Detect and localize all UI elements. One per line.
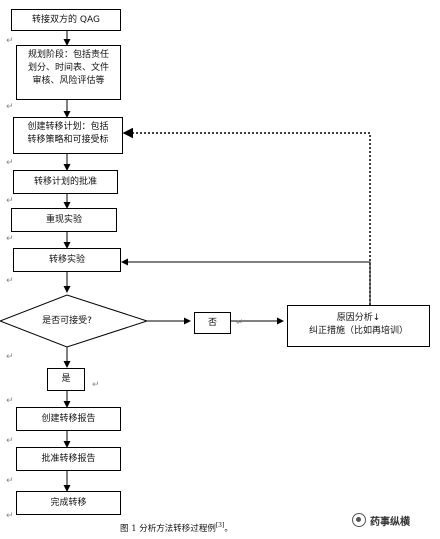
- decision-label: 是否可接受?: [42, 316, 92, 326]
- step-approve-report: 批准转移报告: [16, 447, 121, 471]
- para-mark: ↵: [6, 352, 14, 362]
- step-transfer-experiment: 转移实验: [13, 248, 121, 272]
- step-planning-line: 规划阶段：包括责任: [27, 50, 109, 60]
- step-create-plan: 创建转移计划：包括 转移策略和可接受标: [13, 117, 123, 154]
- para-mark: ↵: [6, 276, 14, 286]
- para-mark: ↵: [92, 380, 100, 390]
- step-planning: 规划阶段：包括责任 划分、时间表、文件 审核、风险评估等: [16, 45, 121, 100]
- step-planning-line: 审核、风险评估等: [32, 76, 105, 86]
- watermark: 药事纵横: [352, 511, 432, 529]
- figure-caption: 图 1 分析方法转移过程例[3]。: [120, 522, 233, 534]
- para-mark: ↵: [6, 158, 14, 168]
- para-mark: ↵: [6, 102, 14, 112]
- decision-diamond: [0, 294, 149, 348]
- caption-ref: [3]: [215, 522, 225, 530]
- step-complete-transfer: 完成转移: [16, 491, 121, 515]
- caption-text: 图 1 分析方法转移过程例: [120, 524, 216, 534]
- para-mark: ↵: [6, 234, 14, 244]
- caption-tail: 。: [224, 524, 233, 534]
- root-cause-analysis: 原因分析↓ 纠正措施（比如再培训）: [287, 305, 430, 347]
- root-cause-line: 原因分析↓: [336, 313, 381, 323]
- root-cause-line: 纠正措施（比如再培训）: [308, 326, 408, 336]
- para-mark: ↵: [236, 318, 244, 328]
- step-create-report: 创建转移报告: [16, 407, 121, 431]
- step-qa-approval: 转接双方的 QAG: [11, 9, 121, 31]
- decision-yes: 是: [47, 368, 85, 391]
- step-create-plan-line: 转移策略和可接受标: [27, 135, 109, 145]
- step-create-plan-line: 创建转移计划：包括: [27, 122, 109, 132]
- para-mark: ↵: [6, 511, 14, 521]
- step-planning-line: 划分、时间表、文件: [27, 63, 109, 73]
- para-mark: ↵: [6, 36, 14, 46]
- para-mark: ↵: [6, 396, 14, 406]
- decision-no: 否: [194, 312, 231, 334]
- wechat-logo-icon: [352, 513, 366, 527]
- step-reproduce-experiment: 重现实验: [11, 208, 117, 232]
- step-approve-plan: 转移计划的批准: [13, 170, 118, 194]
- watermark-text: 药事纵横: [370, 516, 410, 528]
- arrow-rootcause-step3: [122, 127, 371, 305]
- para-mark: ↵: [6, 436, 14, 446]
- para-mark: ↵: [6, 476, 14, 486]
- para-mark: ↵: [6, 196, 14, 206]
- arrow-rootcause-step6: [121, 258, 371, 305]
